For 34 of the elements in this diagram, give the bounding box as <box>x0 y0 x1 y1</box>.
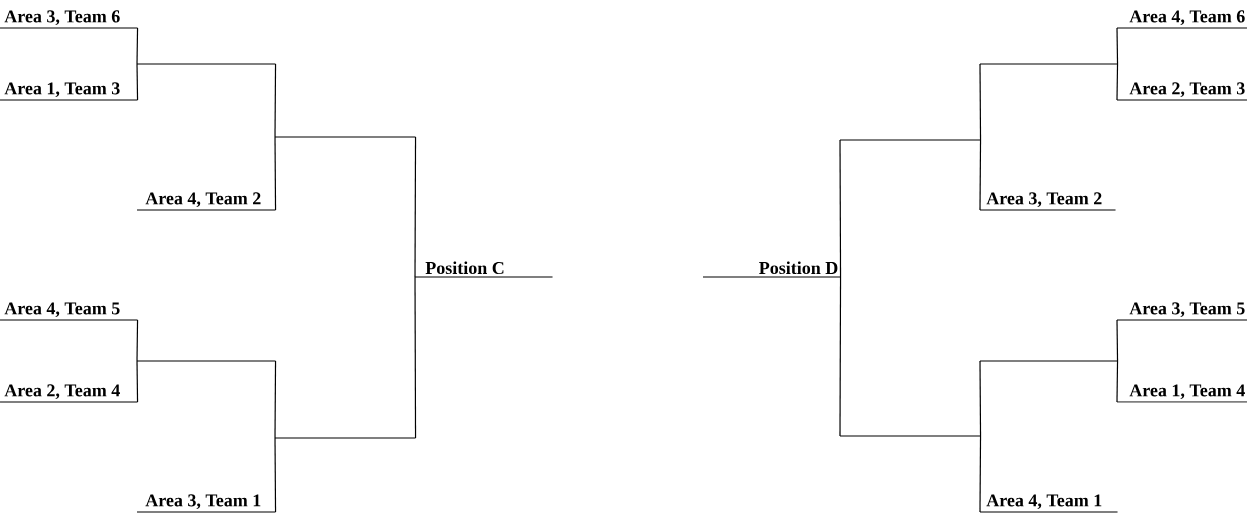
team-slot: Area 2, Team 3 <box>1116 82 1247 101</box>
bracket-line <box>274 360 277 439</box>
bracket-line <box>979 435 982 513</box>
bracket-line <box>839 139 842 278</box>
bracket-line <box>136 27 139 65</box>
team-slot: Position C <box>414 261 554 278</box>
bracket-line <box>979 63 982 141</box>
bracket-line <box>136 63 139 101</box>
team-slot: Area 4, Team 2 <box>136 192 277 211</box>
bracket-line <box>136 319 139 362</box>
bracket-line <box>839 276 842 437</box>
bracket-line <box>136 360 139 403</box>
bracket-line <box>274 63 277 138</box>
team-slot: Area 1, Team 3 <box>0 82 139 101</box>
bracket-line <box>274 136 277 211</box>
bracket-line <box>1116 360 1119 403</box>
team-slot: Area 3, Team 1 <box>136 494 277 513</box>
bracket-line <box>414 136 417 278</box>
bracket-line <box>414 276 417 439</box>
team-slot: Area 1, Team 4 <box>1116 384 1247 403</box>
team-slot: Area 2, Team 4 <box>0 384 139 403</box>
bracket-line <box>979 139 982 211</box>
bracket-line <box>1116 63 1119 101</box>
bracket-line <box>274 437 277 513</box>
team-slot: Area 3, Team 5 <box>1116 302 1247 321</box>
team-slot: Area 4, Team 5 <box>0 302 139 321</box>
bracket-line <box>1116 27 1119 65</box>
team-slot: Area 4, Team 1 <box>979 494 1119 513</box>
bracket-line <box>1116 319 1119 362</box>
team-slot: Area 3, Team 2 <box>979 192 1117 211</box>
team-slot: Position D <box>702 261 842 278</box>
bracket-line <box>979 360 982 437</box>
team-slot: Area 4, Team 6 <box>1116 10 1247 29</box>
team-slot: Area 3, Team 6 <box>0 10 139 29</box>
